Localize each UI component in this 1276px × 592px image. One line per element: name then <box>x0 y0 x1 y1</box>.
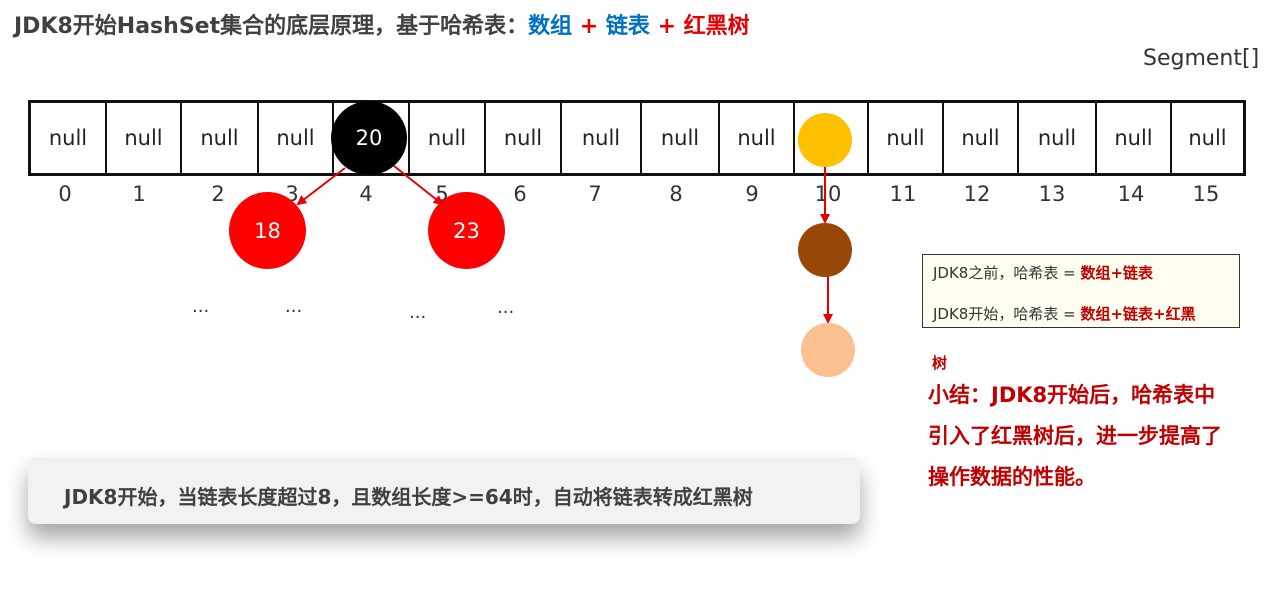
array-cell-8: null <box>642 103 720 173</box>
legend-before-label: JDK8之前，哈希表 = <box>933 264 1081 282</box>
note-card: JDK8开始，当链表长度超过8，且数组长度>=64时，自动将链表转成红黑树 <box>28 457 860 524</box>
chain-node-head <box>798 113 852 167</box>
summary-text: 小结：JDK8开始后，哈希表中引入了红黑树后，进一步提高了操作数据的性能。 <box>928 383 1222 489</box>
array-cell-12: null <box>944 103 1019 173</box>
array-index-2: 2 <box>211 182 225 206</box>
array-index-15: 15 <box>1192 182 1220 206</box>
array-index-11: 11 <box>889 182 917 206</box>
summary-overflow: 树 <box>932 354 948 372</box>
legend-before: JDK8之前，哈希表 = 数组+链表 <box>933 262 1153 283</box>
array-cell-2: null <box>182 103 259 173</box>
legend-before-value: 数组+链表 <box>1080 264 1154 282</box>
array-cell-6: null <box>486 103 562 173</box>
legend-after-label: JDK8开始，哈希表 = <box>933 305 1081 323</box>
title-main: JDK8开始HashSet集合的底层原理，基于哈希表： <box>14 14 529 39</box>
segment-label: Segment[] <box>1143 46 1260 71</box>
array-index-1: 1 <box>132 182 146 206</box>
summary-block: 树 小结：JDK8开始后，哈希表中引入了红黑树后，进一步提高了操作数据的性能。 <box>928 352 1228 498</box>
array-index-7: 7 <box>588 182 602 206</box>
array-index-9: 9 <box>745 182 759 206</box>
chain-node-middle <box>798 223 852 277</box>
array-index-10: 10 <box>814 182 842 206</box>
array-index-12: 12 <box>963 182 991 206</box>
legend-after-value: 数组+链表+红黑 <box>1080 305 1196 323</box>
arrow-root-to-left <box>296 167 346 206</box>
ellipsis: ... <box>285 296 303 317</box>
array-cell-14: null <box>1097 103 1172 173</box>
array-cell-7: null <box>562 103 642 173</box>
tree-node-left: 18 <box>229 192 306 269</box>
array-index-13: 13 <box>1038 182 1066 206</box>
array-cell-5: null <box>410 103 486 173</box>
page-title: JDK8开始HashSet集合的底层原理，基于哈希表：数组 + 链表 + 红黑树 <box>14 8 750 40</box>
ellipsis: ... <box>497 297 515 318</box>
array-cell-13: null <box>1019 103 1097 173</box>
title-list: 链表 <box>605 14 650 39</box>
note-text: JDK8开始，当链表长度超过8，且数组长度>=64时，自动将链表转成红黑树 <box>64 485 753 509</box>
chain-node-tail <box>801 323 855 377</box>
title-array: 数组 <box>528 14 573 39</box>
array-cell-15: null <box>1188 126 1227 150</box>
array-index-4: 4 <box>359 182 373 206</box>
array-index-8: 8 <box>669 182 683 206</box>
array-index-14: 14 <box>1117 182 1145 206</box>
title-plus-2: + <box>649 14 684 39</box>
array-cell-10 <box>795 103 869 173</box>
title-plus-1: + <box>572 14 606 39</box>
array-cell-0: null <box>31 103 107 173</box>
array-cell-11: null <box>869 103 944 173</box>
legend-after: JDK8开始，哈希表 = 数组+链表+红黑 <box>933 303 1196 324</box>
ellipsis: ... <box>192 296 210 317</box>
arrow-root-to-right <box>393 165 444 206</box>
array-index-0: 0 <box>58 182 72 206</box>
title-tree: 红黑树 <box>683 14 750 39</box>
legend-box: JDK8之前，哈希表 = 数组+链表 JDK8开始，哈希表 = 数组+链表+红黑 <box>922 254 1240 328</box>
array-cell-9: null <box>720 103 795 173</box>
tree-node-root: 20 <box>331 101 407 175</box>
array-cell-1: null <box>107 103 182 173</box>
tree-node-right: 23 <box>428 192 505 269</box>
ellipsis: ... <box>409 302 427 323</box>
array-index-6: 6 <box>513 182 527 206</box>
hash-array: nullnullnullnull20nullnullnullnullnullnu… <box>28 100 1246 176</box>
